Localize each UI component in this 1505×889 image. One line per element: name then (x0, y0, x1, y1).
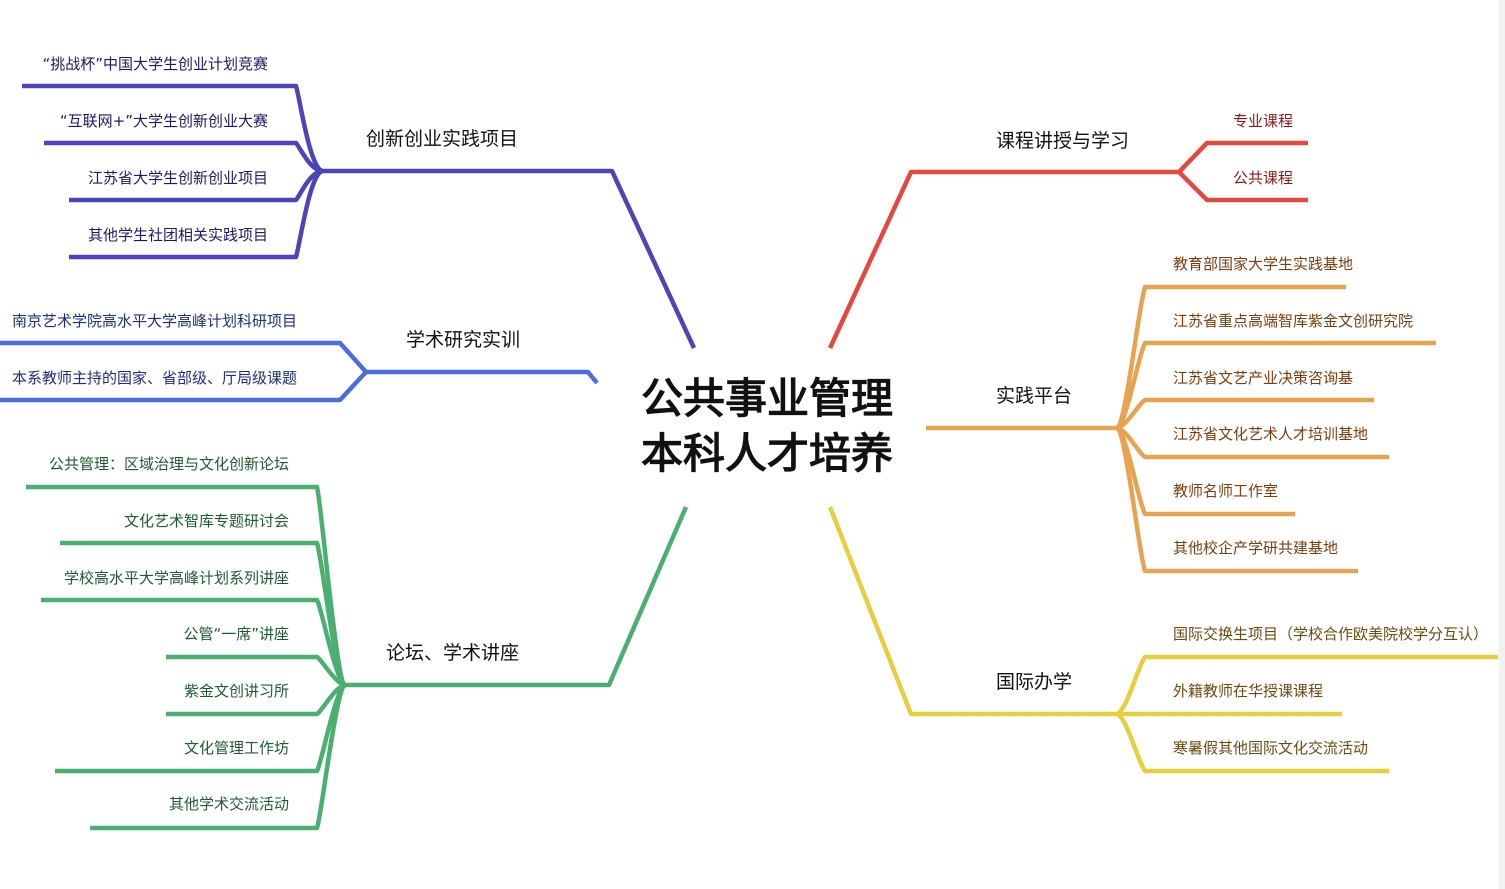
innovation-item-1: “挑战杯”中国大学生创业计划竞赛 (42, 55, 268, 73)
intl-item-1: 国际交换生项目（学校合作欧美院校学分互认） (1173, 625, 1489, 643)
innovation-item-2: “互联网+”大学生创新创业大赛 (59, 112, 268, 130)
research-leaf-line-1 (0, 340, 368, 374)
innovation-item-3: 江苏省大学生创新创业项目 (87, 169, 268, 187)
innovation-trunk-line (323, 168, 697, 349)
forum-item-3: 学校高水平大学高峰计划系列讲座 (63, 569, 289, 587)
course-item-2: 公共课程 (1233, 169, 1294, 187)
innovation-leaf-line-4 (69, 168, 324, 260)
forum-leaf-line-7 (90, 682, 349, 831)
center-title-line-2: 本科人才培养 (641, 428, 894, 478)
course-leaf-line-2 (1177, 170, 1308, 203)
forum-trunk-line (346, 506, 689, 688)
practice-leaf-line-1 (1113, 284, 1346, 431)
innovation-leaf-line-2 (44, 140, 324, 174)
forum-item-6: 文化管理工作坊 (183, 739, 289, 757)
research-item-2: 本系教师主持的国家、省部级、厅局级课题 (12, 369, 298, 387)
branch-practice-label: 实践平台 (996, 385, 1073, 407)
practice-item-3: 江苏省文艺产业决策咨询基 (1173, 369, 1354, 387)
branch-forum-label: 论坛、学术讲座 (386, 642, 520, 664)
course-trunk-line (827, 169, 1179, 349)
intl-item-3: 寒暑假其他国际文化交流活动 (1173, 739, 1369, 757)
course-leaf-line-1 (1177, 140, 1308, 174)
branch-innovation-label: 创新创业实践项目 (366, 128, 519, 150)
course-item-1: 专业课程 (1233, 112, 1294, 130)
forum-item-5: 紫金文创讲习所 (183, 682, 289, 700)
center-title: 公共事业管理 本科人才培养 (641, 372, 893, 481)
forum-item-4: 公管“一席”讲座 (183, 625, 289, 643)
branch-course-label: 课程讲授与学习 (996, 130, 1130, 152)
practice-item-1: 教育部国家大学生实践基地 (1173, 255, 1354, 273)
right-edge-strip (1499, 0, 1505, 889)
intl-trunk-line (827, 506, 1116, 717)
branch-intl-label: 国际办学 (996, 671, 1073, 693)
forum-item-2: 文化艺术智库专题研讨会 (123, 512, 289, 530)
practice-item-5: 教师名师工作室 (1173, 482, 1279, 500)
forum-leaf-line-4 (166, 654, 347, 688)
forum-item-7: 其他学术交流活动 (168, 795, 289, 813)
practice-leaf-line-3 (1115, 397, 1374, 431)
research-item-1: 南京艺术学院高水平大学高峰计划科研项目 (12, 312, 298, 330)
research-leaf-line-2 (0, 370, 368, 403)
intl-item-2: 外籍教师在华授课课程 (1173, 682, 1324, 700)
intl-leaf-line-3 (1115, 711, 1389, 774)
practice-item-6: 其他校企产学研共建基地 (1173, 539, 1339, 557)
branch-research-label: 学术研究实训 (406, 329, 521, 351)
practice-item-2: 江苏省重点高端智库紫金文创研究院 (1173, 312, 1414, 330)
forum-item-1: 公共管理：区域治理与文化创新论坛 (48, 455, 289, 473)
research-trunk-line (366, 369, 599, 385)
forum-leaf-line-2 (60, 540, 349, 688)
practice-item-4: 江苏省文化艺术人才培训基地 (1173, 425, 1369, 443)
innovation-item-4: 其他学生社团相关实践项目 (87, 226, 268, 244)
practice-leaf-line-6 (1113, 425, 1358, 574)
center-title-line-1: 公共事业管理 (641, 374, 894, 423)
